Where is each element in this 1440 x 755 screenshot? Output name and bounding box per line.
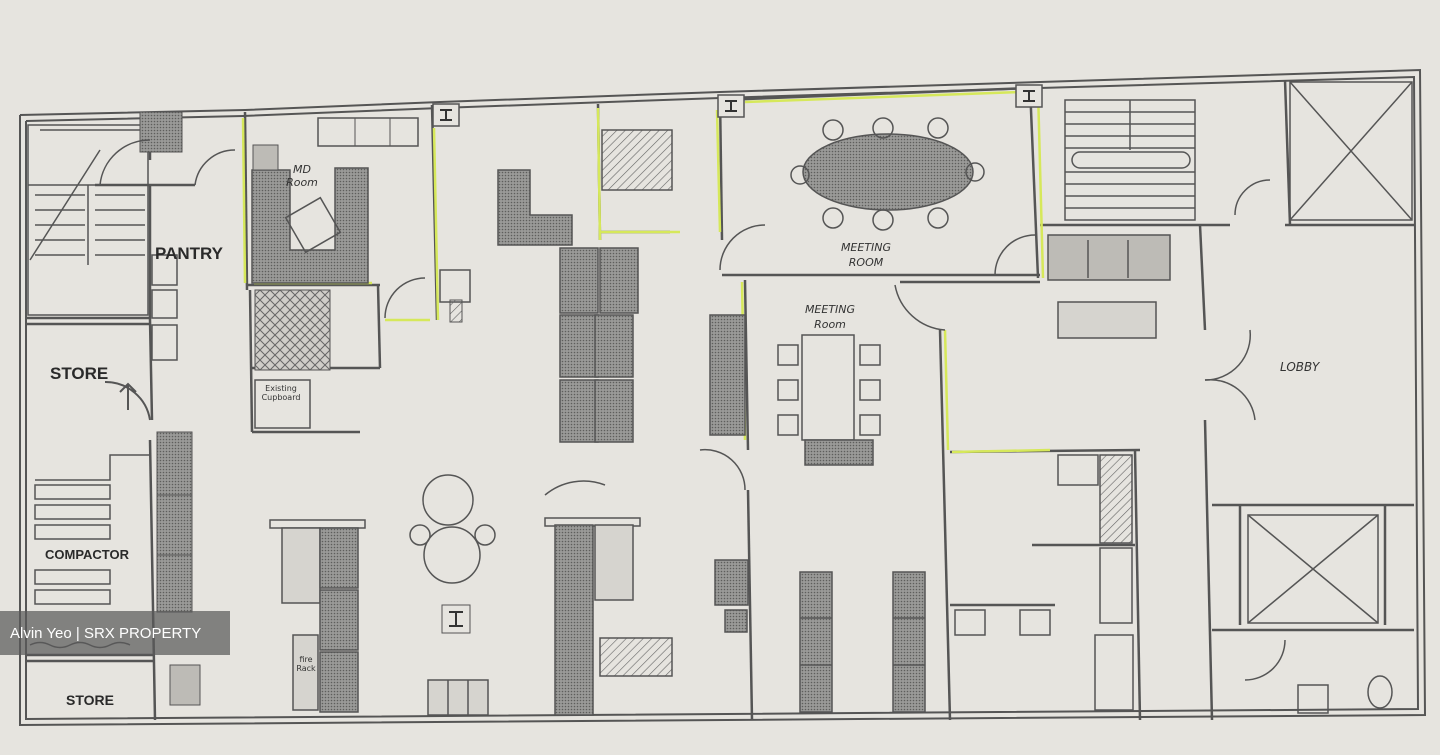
watermark: Alvin Yeo | SRX PROPERTY [0,611,230,655]
stair-lift-block [139,111,183,153]
stair-right [1064,99,1196,221]
meeting-table-top [790,117,985,231]
lower-mid-desks [544,517,749,716]
store-top-label: STORE [50,364,109,383]
lower-left-desks [269,519,489,716]
left-workstations [156,431,201,706]
md-room-label: MD Room [286,163,318,189]
door-arc [194,149,236,186]
meeting-room-mid-label: MEETING Room [804,303,856,331]
lobby-label: LOBBY [1280,360,1320,374]
meeting-room-top-label: MEETING ROOM [840,241,892,269]
compactor-label: COMPACTOR [45,547,130,562]
fire-rack-label: fire Rack [296,655,316,673]
pantry-label: PANTRY [155,244,223,263]
middle-desks [497,129,746,443]
store-bottom-label: STORE [66,692,114,708]
lift-shaft-top [1289,81,1413,221]
meeting-table-mid [777,334,881,466]
existing-cupboard-label: Existing Cupboard [261,384,301,402]
toilet-fixtures [1297,675,1393,714]
door-arc [99,139,151,186]
stair-top-left [27,124,149,316]
store-arrow [104,380,151,421]
lobby-furniture [1047,234,1171,339]
existing-cupboard [254,289,331,371]
lift-shaft-bottom [1247,514,1379,624]
round-table [409,474,496,584]
right-office-furniture [954,454,1134,711]
lower-right-mid-desks [799,571,926,713]
md-room-desk [251,117,419,284]
